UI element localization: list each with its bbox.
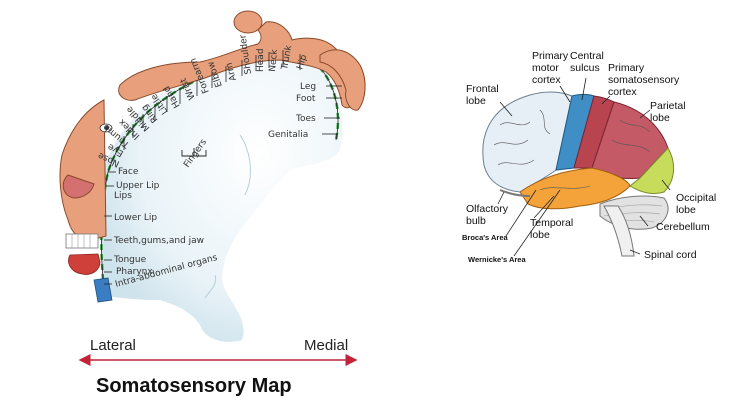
label-medial: Medial xyxy=(304,337,348,354)
label-primary-somatosensory-cortex: Primary somatosensory cortex xyxy=(608,62,682,98)
label-neck: Neck xyxy=(268,48,280,72)
label-hip: Hip xyxy=(295,53,309,71)
homunculus-face xyxy=(59,99,107,241)
label-trunk: Trunk xyxy=(280,44,294,72)
olfactory-bulb xyxy=(499,189,531,197)
brain-leader-lines xyxy=(497,77,671,257)
label-toes: Toes xyxy=(295,114,316,124)
label-occipital-lobe: Occipital lobe xyxy=(676,192,719,216)
occipital-lobe xyxy=(629,147,674,195)
homunculus-body xyxy=(59,10,366,241)
cortex-sulcus-line xyxy=(204,134,251,299)
label-teeth: Teeth,gums,and jaw xyxy=(113,236,204,246)
label-wernickes-area: Wernicke's Area xyxy=(468,255,526,264)
label-face: Face xyxy=(118,167,139,177)
label-lateral: Lateral xyxy=(90,337,136,354)
homunculus-teeth-lines xyxy=(71,234,91,248)
brain-stem xyxy=(603,205,635,257)
homunculus-teeth xyxy=(65,233,99,249)
label-cerebellum: Cerebellum xyxy=(656,221,710,233)
brain-diagram: Primary motor cortex Central sulcus Prim… xyxy=(462,50,719,264)
label-central-sulcus: Central sulcus xyxy=(570,50,607,74)
label-frontal-lobe: Frontal lobe xyxy=(466,83,502,107)
label-foot: Foot xyxy=(296,94,316,104)
homunculus-head-shape xyxy=(233,10,263,34)
cortex-ticks xyxy=(104,50,342,285)
brain-gyri xyxy=(493,109,651,191)
label-primary-motor-cortex: Primary motor cortex xyxy=(532,50,571,86)
label-upper-lip: Upper Lip xyxy=(116,181,160,191)
homunculus-tongue xyxy=(68,253,101,275)
label-pharynx: Pharynx xyxy=(116,267,153,277)
label-lips: Lips xyxy=(114,191,132,201)
label-lower-lip: Lower Lip xyxy=(114,213,157,223)
label-arm: Arm xyxy=(224,61,238,81)
cortex-section xyxy=(100,50,343,342)
homunculus-pupil xyxy=(105,126,109,130)
label-genitalia: Genitalia xyxy=(268,130,308,140)
label-head: Head xyxy=(256,48,266,72)
fingers-bracket xyxy=(181,148,207,157)
label-parietal-lobe: Parietal lobe xyxy=(650,100,689,124)
homunculus-diagram: Hip Trunk Neck Head Shoulder Arm Elbow F… xyxy=(59,10,366,397)
label-olfactory-bulb: Olfactory bulb xyxy=(466,203,511,227)
label-spinal-cord: Spinal cord xyxy=(644,249,697,261)
label-leg: Leg xyxy=(300,82,316,92)
map-title: Somatosensory Map xyxy=(96,375,292,397)
label-brocas-area: Broca's Area xyxy=(462,233,509,242)
homunculus-lips xyxy=(62,174,95,199)
label-tongue: Tongue xyxy=(113,255,147,265)
homunculus-foot xyxy=(319,49,366,111)
label-temporal-lobe: Temporal lobe xyxy=(530,217,576,241)
